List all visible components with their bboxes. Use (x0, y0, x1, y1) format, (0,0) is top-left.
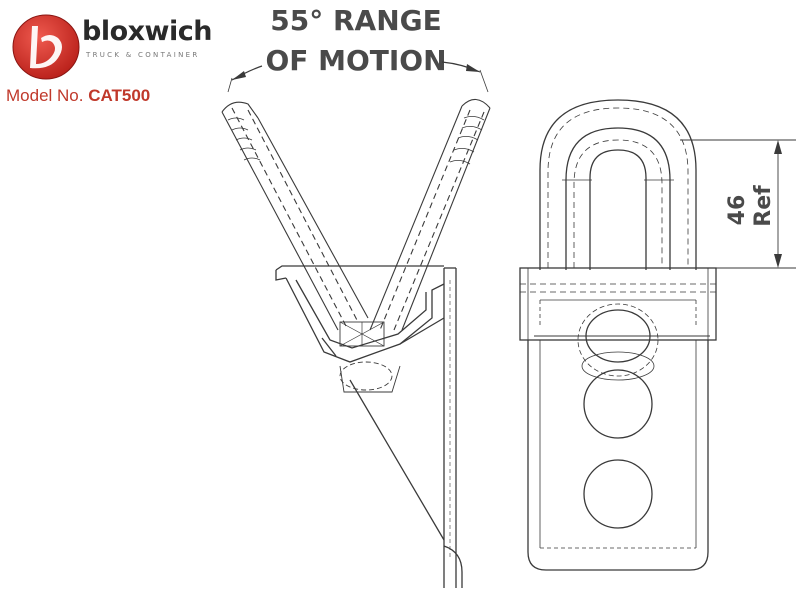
model-code: CAT500 (88, 86, 151, 105)
brand-logo (8, 12, 238, 82)
range-label-line2: OF MOTION (265, 44, 447, 77)
side-view-right-arm (369, 98, 491, 331)
dimension-ref: Ref (751, 185, 776, 227)
height-dimension (680, 139, 796, 269)
side-view-bracket (275, 265, 463, 588)
front-view-bracket (519, 267, 717, 571)
logo-emblem-icon (12, 14, 80, 80)
brand-tagline: TRUCK & CONTAINER (86, 51, 200, 59)
range-label-line1: 55° RANGE (270, 4, 442, 37)
brand-name: bloxwich (82, 16, 212, 47)
range-of-motion-dimension (227, 61, 489, 93)
front-view-shackle (539, 99, 697, 270)
side-view-left-arm (221, 101, 369, 331)
model-number: Model No. CAT500 (6, 86, 150, 106)
model-prefix: Model No. (6, 86, 84, 105)
dimension-value: 46 (725, 195, 750, 226)
